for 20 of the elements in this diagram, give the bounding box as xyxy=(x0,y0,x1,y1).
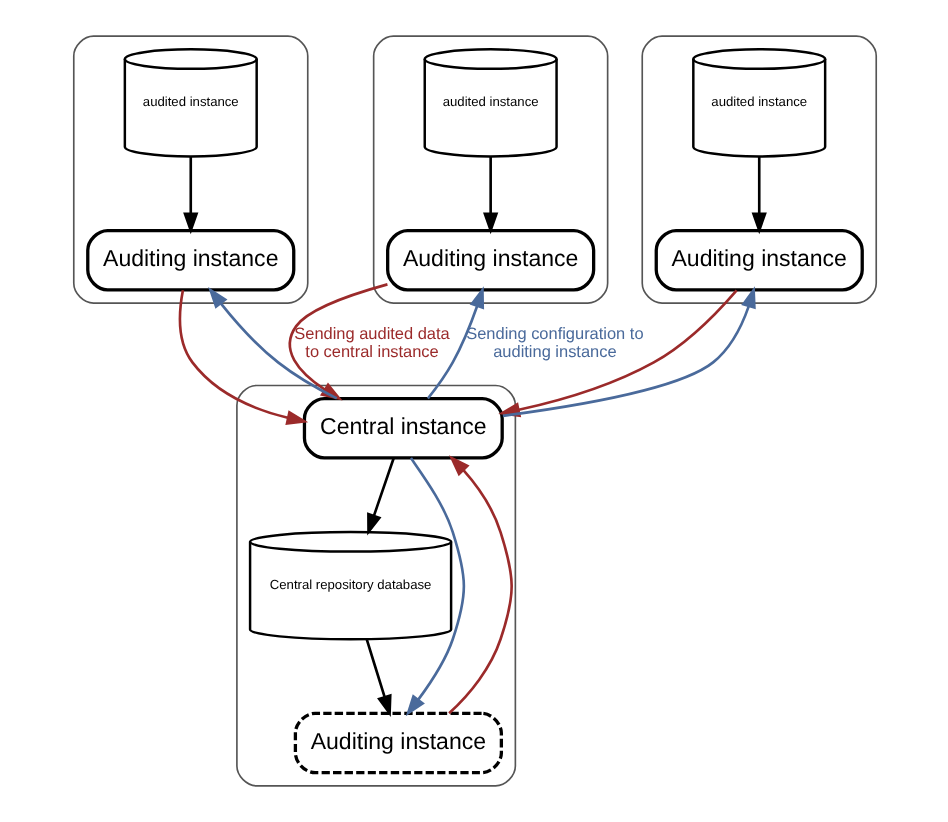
edge-label: Sending audited data to central instance xyxy=(293,325,449,362)
arrow xyxy=(404,457,465,717)
arrow xyxy=(482,156,498,235)
cluster xyxy=(640,35,877,304)
arrow xyxy=(366,457,394,536)
cluster xyxy=(71,35,308,304)
arrow xyxy=(750,156,766,235)
node-box: Auditing instance xyxy=(292,711,502,775)
arrow xyxy=(177,290,308,426)
edge-label: Sending configuration to auditing instance xyxy=(465,325,643,362)
node-box: Auditing instance xyxy=(653,228,863,292)
arrow xyxy=(182,156,198,235)
node-box: Auditing instance xyxy=(385,228,595,292)
arrow xyxy=(364,639,391,717)
arrow xyxy=(425,286,484,400)
node-box: Central instance xyxy=(301,397,503,460)
arrow xyxy=(207,286,337,400)
arrow xyxy=(447,455,512,715)
cluster xyxy=(371,35,608,304)
node-box: Auditing instance xyxy=(85,228,295,292)
